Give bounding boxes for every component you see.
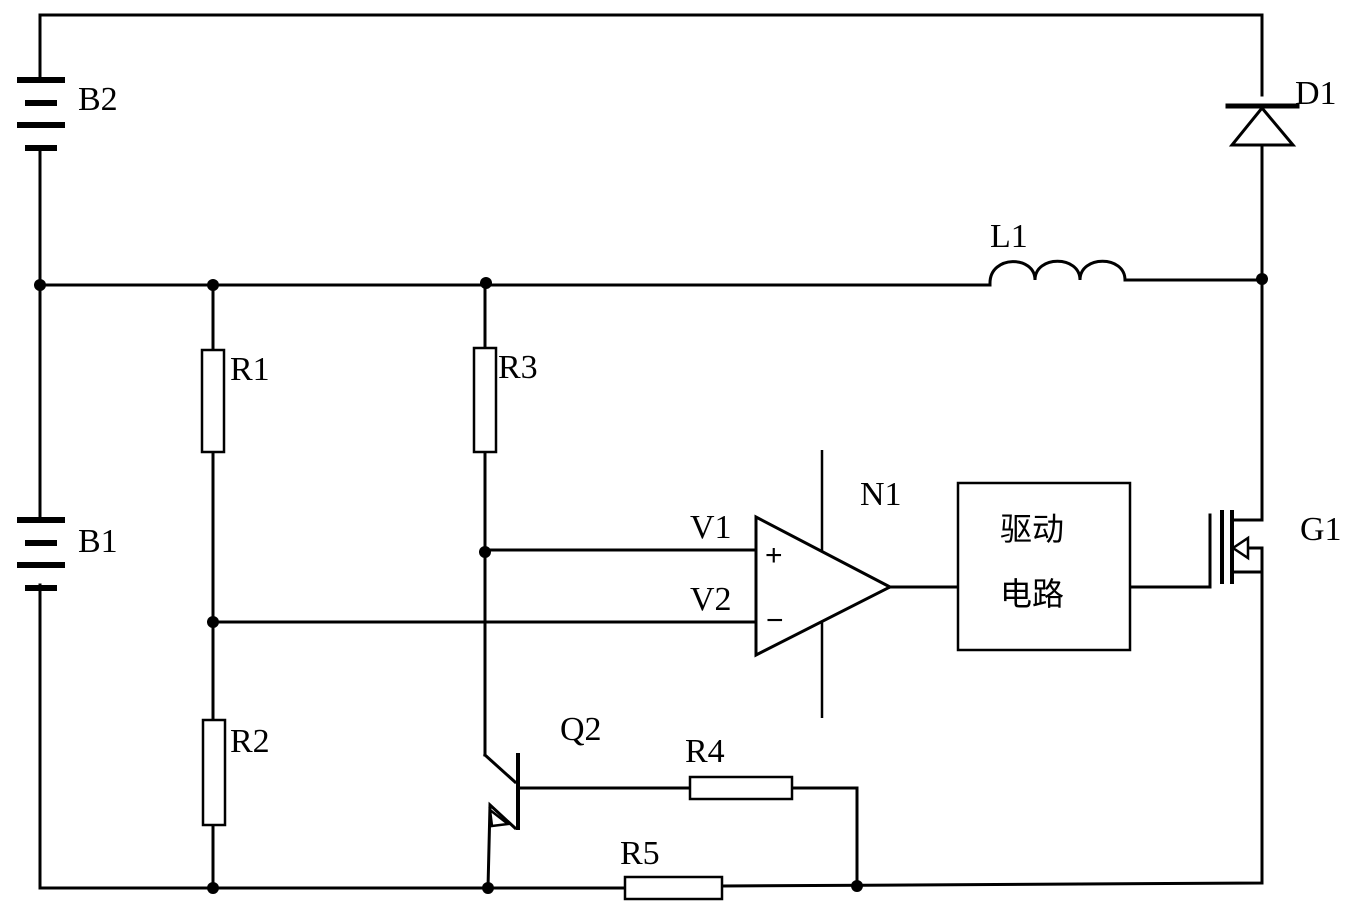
wire-top-rail: [40, 15, 1262, 95]
resistor-r5: [625, 877, 722, 899]
label-q2: Q2: [560, 711, 602, 748]
junction-node: [480, 277, 492, 289]
label-plus: +: [765, 539, 783, 572]
label-b2: B2: [78, 81, 118, 118]
label-minus: −: [766, 604, 784, 637]
label-r1: R1: [230, 351, 270, 388]
resistor-r2: [203, 720, 225, 825]
diode-d1: [1228, 106, 1297, 145]
battery-b1: [20, 520, 62, 588]
resistor-r3: [474, 348, 496, 452]
junction-node: [207, 882, 219, 894]
wire-q2-collector: [485, 755, 515, 782]
wire-drain: [1232, 280, 1262, 520]
resistor-r4: [690, 777, 792, 799]
junction-node: [482, 882, 494, 894]
label-b1: B1: [78, 523, 118, 560]
label-v2: V2: [690, 581, 732, 618]
mosfet-g1: [1210, 512, 1262, 587]
junction-node: [207, 616, 219, 628]
junction-node: [1256, 273, 1268, 285]
label-r5: R5: [620, 835, 660, 872]
wire-b1-bottom: [40, 585, 625, 888]
label-n1: N1: [860, 476, 902, 513]
driver-circuit-box: [958, 483, 1130, 650]
label-l1: L1: [990, 218, 1028, 255]
inductor-l1: [990, 261, 1125, 283]
label-r3: R3: [498, 349, 538, 386]
junction-node: [479, 546, 491, 558]
label-r2: R2: [230, 723, 270, 760]
junction-node: [851, 880, 863, 892]
junction-node: [207, 279, 219, 291]
battery-b2: [20, 80, 62, 148]
wire-r4-r5: [792, 788, 857, 886]
junction-node: [34, 279, 46, 291]
label-g1: G1: [1300, 511, 1342, 548]
label-r4: R4: [685, 733, 725, 770]
label-d1: D1: [1295, 75, 1337, 112]
driver-label-line1: 驱动: [1000, 510, 1064, 548]
label-v1: V1: [690, 509, 732, 546]
resistor-r1: [202, 350, 224, 452]
driver-label-line2: 电路: [1000, 575, 1064, 613]
